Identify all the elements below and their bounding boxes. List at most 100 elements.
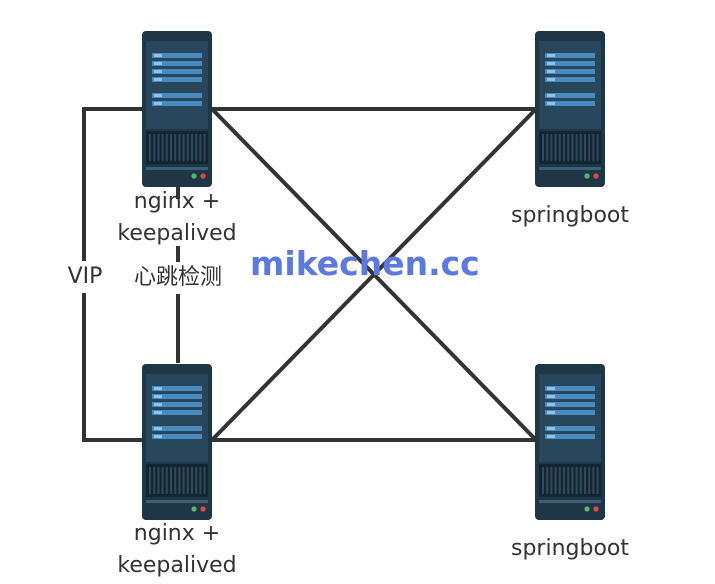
server-drive-bar (545, 426, 595, 431)
server-drive-light (154, 395, 162, 398)
server-vent-slot (170, 134, 172, 161)
watermark-text: mikechen.cc (250, 244, 480, 283)
server-drive-bar (152, 93, 202, 98)
springboot-bottom-server-icon (535, 364, 605, 520)
server-vent-slot (174, 467, 177, 494)
server-vent-slot (149, 134, 151, 161)
server-vent-slot (203, 134, 206, 161)
server-vent-slot (579, 467, 582, 494)
heartbeat-label: 心跳检测 (124, 262, 232, 294)
nginx-bottom-server-icon (142, 364, 212, 520)
server-vent-slot (161, 467, 164, 494)
server-vent-slot (596, 467, 599, 494)
server-drive-light (547, 94, 555, 97)
server-vent-slot (584, 134, 586, 161)
server-vent-panel (539, 131, 601, 164)
server-vent-slot (575, 467, 578, 494)
server-drive-bar (152, 53, 202, 58)
server-drive-light (547, 387, 555, 390)
server-led-green (584, 506, 590, 512)
server-vent-slot (199, 467, 202, 494)
server-drive-light (154, 102, 162, 105)
server-vent-slot (558, 467, 561, 494)
server-vent-slot (191, 134, 193, 161)
server-vent-slot (584, 467, 586, 494)
server-vent-slot (563, 467, 565, 494)
server-drive-light (154, 403, 162, 406)
server-drive-light (154, 78, 162, 81)
server-vent-slot (542, 467, 544, 494)
nginx-bottom-label: nginx + keepalived (107, 518, 247, 582)
server-vent-slot (542, 134, 544, 161)
server-drive-light (154, 54, 162, 57)
link-nginx-bottom-to-springboot-top (210, 107, 538, 442)
server-drive-light (547, 427, 555, 430)
server-vent-slot (550, 467, 553, 494)
server-vent-slot (153, 467, 156, 494)
server-vent-slot (149, 467, 151, 494)
server-drive-light (547, 102, 555, 105)
server-led-green (191, 506, 197, 512)
server-led-red (593, 173, 599, 179)
server-vent-slot (554, 467, 557, 494)
server-drive-bar (152, 402, 202, 407)
server-drive-light (547, 70, 555, 73)
server-vent-slot (195, 134, 198, 161)
server-drive-light (547, 78, 555, 81)
server-drive-bar (152, 410, 202, 415)
springboot-top-label-line-1: springboot (510, 203, 629, 228)
server-vent-slot (567, 467, 570, 494)
server-drive-light (547, 403, 555, 406)
server-drive-bar (545, 434, 595, 439)
server-drive-light (154, 70, 162, 73)
server-vent-slot (199, 134, 202, 161)
server-drive-bar (545, 394, 595, 399)
server-led-red (593, 506, 599, 512)
server-vent-slot (174, 134, 177, 161)
server-drive-bar (545, 77, 595, 82)
server-vent-slot (558, 134, 561, 161)
server-vent-slot (153, 134, 156, 161)
server-drive-light (547, 411, 555, 414)
server-led-green (584, 173, 590, 179)
nginx-top-label-line-2: keepalived (117, 221, 237, 246)
server-divider (539, 167, 601, 170)
server-drive-bar (545, 53, 595, 58)
server-vent-slot (567, 134, 570, 161)
server-led-green (191, 173, 197, 179)
server-drive-bar (152, 101, 202, 106)
server-drive-bar (545, 69, 595, 74)
server-drive-light (547, 395, 555, 398)
server-vent-panel (146, 131, 208, 164)
server-drive-light (154, 411, 162, 414)
server-vent-slot (191, 467, 193, 494)
springboot-bottom-label-line-1: springboot (510, 536, 629, 561)
server-drive-light (154, 94, 162, 97)
server-vent-slot (575, 134, 578, 161)
server-drive-bar (152, 434, 202, 439)
nginx-top-label-line-1: nginx + (133, 189, 221, 214)
server-drive-bar (545, 101, 595, 106)
server-drive-light (547, 62, 555, 65)
server-divider (146, 500, 208, 503)
server-drive-bar (152, 426, 202, 431)
server-vent-slot (592, 134, 595, 161)
server-led-red (200, 173, 206, 179)
server-drive-light (154, 427, 162, 430)
server-vent-slot (571, 467, 574, 494)
nginx-bottom-label-line-2: keepalived (117, 553, 237, 578)
server-drive-bar (545, 386, 595, 391)
server-vent-slot (157, 467, 160, 494)
server-vent-slot (170, 467, 172, 494)
server-vent-panel (539, 464, 601, 497)
server-vent-slot (195, 467, 198, 494)
server-divider (539, 500, 601, 503)
nginx-bottom-label-line-1: nginx + (133, 521, 221, 546)
server-drive-bar (545, 93, 595, 98)
server-vent-slot (563, 134, 565, 161)
server-vent-slot (588, 467, 591, 494)
server-vent-slot (596, 134, 599, 161)
server-divider (146, 167, 208, 170)
server-vent-slot (178, 467, 181, 494)
server-vent-slot (165, 134, 168, 161)
